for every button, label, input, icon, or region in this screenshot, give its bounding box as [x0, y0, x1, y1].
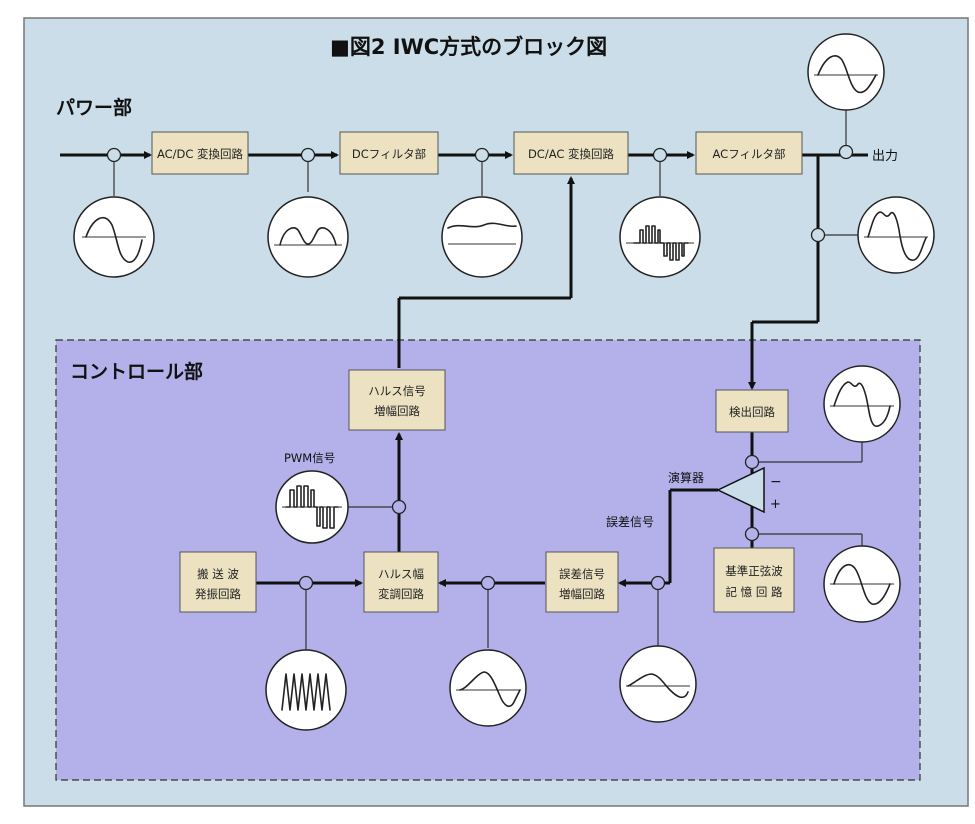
- probes-power: [106, 110, 858, 243]
- block-pwm-mod-line1: ハルス幅: [378, 567, 424, 581]
- waveform-input-sine: [73, 196, 155, 278]
- section-label-control: コントロール部: [70, 360, 203, 383]
- block-pwm-mod-line2: 変調回路: [378, 587, 424, 601]
- waveform-error: [619, 645, 697, 723]
- probes-control: [298, 440, 863, 650]
- waveform-rectified: [267, 196, 349, 278]
- waveform-distorted-output: [857, 196, 935, 274]
- block-ac-filter: ACフィルタ部: [695, 131, 803, 175]
- waveform-dc-filtered: [441, 196, 523, 278]
- waveform-pwm-signal: [275, 470, 349, 544]
- pwm-signal-label: PWM信号: [284, 451, 335, 465]
- block-pulse-amp-line2: 増幅回路: [374, 404, 420, 418]
- waveform-output-sine: [807, 33, 885, 111]
- block-dcac: DC/AC 変換回路: [513, 131, 629, 175]
- block-dc-filter-label: DCフィルタ部: [352, 147, 426, 161]
- waveform-pwm-output: [619, 196, 701, 278]
- error-signal-label: 誤差信号: [606, 514, 654, 529]
- waveform-detect: [823, 365, 901, 443]
- minus-sign: −: [770, 474, 782, 490]
- calculator-label: 演算器: [668, 470, 704, 485]
- block-error-amp-line1: 誤差信号: [559, 567, 605, 581]
- waveform-error-amplified: [449, 649, 527, 727]
- block-detect: 検出回路: [715, 389, 789, 433]
- waveform-reference: [823, 545, 901, 623]
- block-detect-label: 検出回路: [729, 405, 775, 419]
- section-label-power: パワー部: [56, 96, 132, 119]
- block-ref-sine-line1: 基準正弦波: [725, 564, 783, 578]
- diagram-title: ■図2 IWC方式のブロック図: [330, 35, 607, 59]
- block-pulse-amp: ハルス信号 増幅回路: [348, 369, 446, 431]
- block-ref-sine-line2: 記 憶 回 路: [726, 585, 783, 599]
- waveform-carrier: [265, 649, 347, 731]
- block-ac-filter-label: ACフィルタ部: [713, 147, 786, 161]
- plus-sign: +: [770, 497, 781, 512]
- block-error-amp-line2: 増幅回路: [559, 587, 605, 601]
- calculator-triangle: [716, 466, 765, 514]
- block-error-amp: 誤差信号 増幅回路: [545, 551, 619, 613]
- block-carrier-line2: 発振回路: [195, 587, 241, 601]
- block-pwm-mod: ハルス幅 変調回路: [363, 551, 439, 613]
- block-carrier-line1: 搬 送 波: [197, 567, 239, 581]
- block-carrier: 搬 送 波 発振回路: [179, 551, 257, 613]
- block-ref-sine: 基準正弦波 記 憶 回 路: [713, 547, 795, 613]
- control-signal-lines: [254, 176, 754, 587]
- block-acdc-label: AC/DC 変換回路: [157, 147, 244, 161]
- block-acdc: AC/DC 変換回路: [151, 131, 249, 175]
- block-dcac-label: DC/AC 変換回路: [528, 147, 615, 161]
- block-pulse-amp-line1: ハルス信号: [368, 384, 426, 398]
- block-dc-filter: DCフィルタ部: [339, 131, 439, 175]
- output-label: 出力: [872, 149, 898, 164]
